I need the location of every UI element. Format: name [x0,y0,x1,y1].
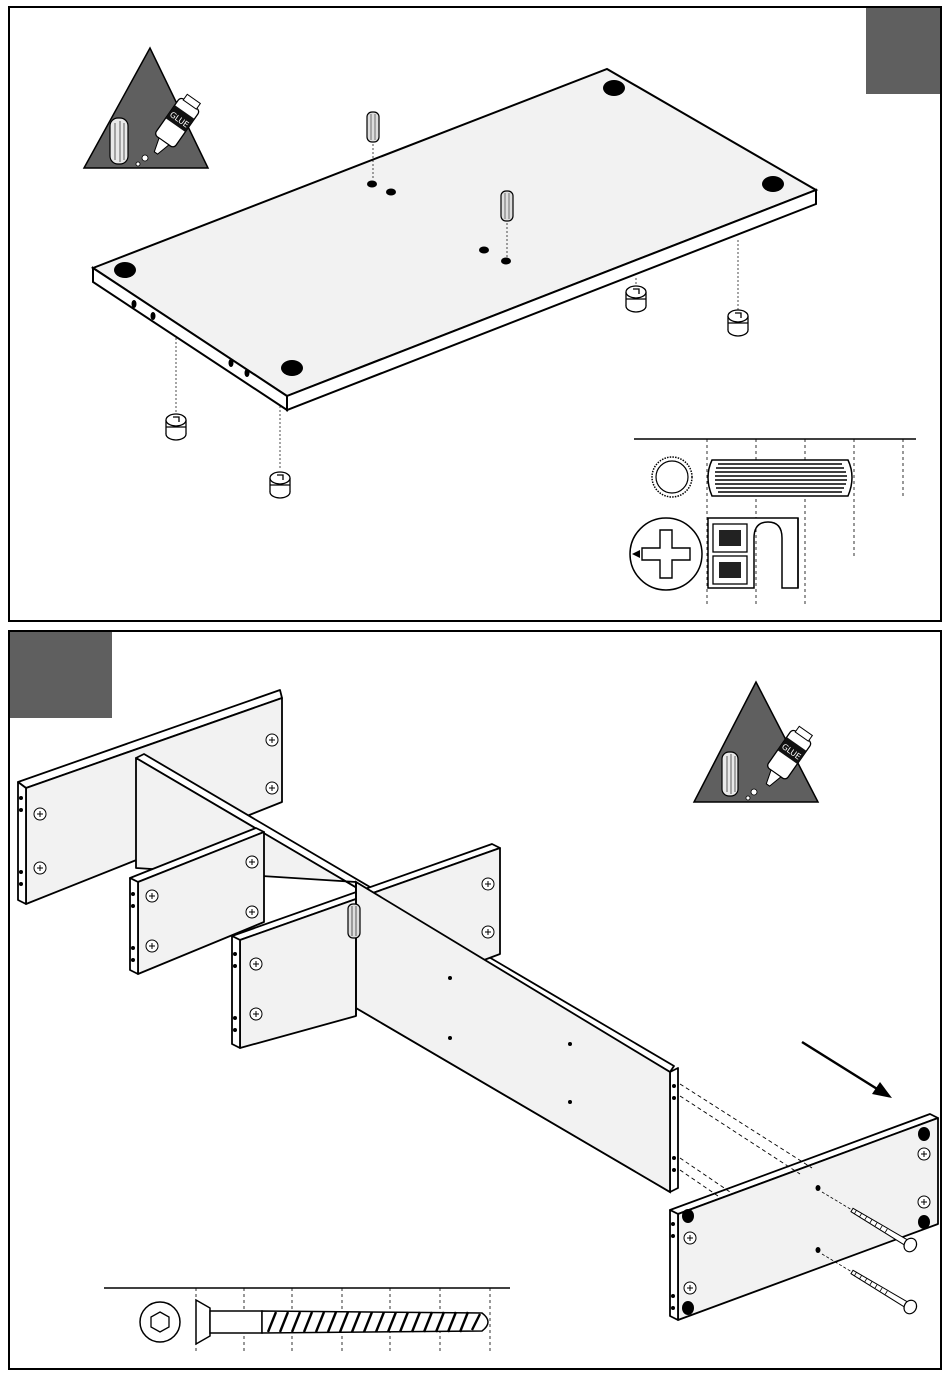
direction-arrow [802,1042,892,1098]
step-2-panel: GLUE [8,630,942,1370]
dowel-side-view [708,460,852,496]
end-panel [670,1114,938,1320]
dowel-pin [348,904,360,938]
cam-side-view [708,518,798,588]
glue-warning-icon: GLUE [84,48,208,168]
top-board [93,69,816,410]
step-1-illustration: GLUE [10,8,942,622]
screw-scale-inset [104,1288,510,1354]
cam-top-view [630,518,702,590]
hex-screw-head-view [140,1302,180,1342]
dowel-end-view [652,457,692,497]
step-1-panel: GLUE [8,6,942,622]
step-2-illustration: GLUE [10,632,942,1370]
hardware-scale-inset [630,439,916,606]
glue-warning-icon: GLUE [694,682,818,802]
